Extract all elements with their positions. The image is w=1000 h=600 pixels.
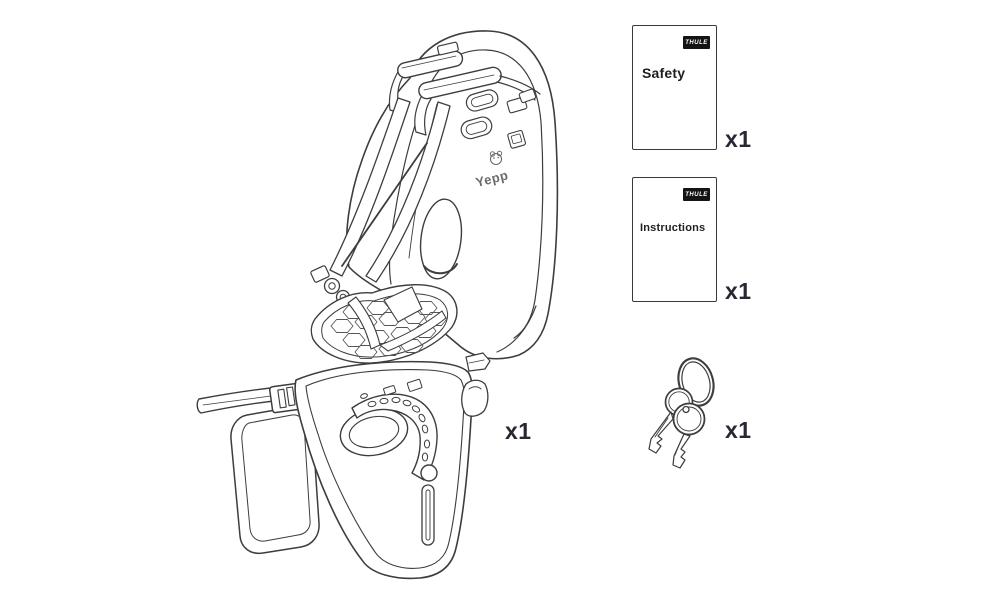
key-ring xyxy=(677,357,715,407)
harness-buckle xyxy=(310,265,330,283)
key-ring-hole xyxy=(682,405,690,414)
yepp-panda-icon xyxy=(489,152,503,166)
instructions-booklet-title: Instructions xyxy=(640,222,706,234)
seat-back-hole xyxy=(419,198,463,280)
mounting-hook xyxy=(461,379,489,417)
shoulder-pad-right xyxy=(418,66,502,100)
key-blade-front xyxy=(672,433,691,469)
adjustment-channel xyxy=(421,484,435,546)
thule-logo-badge: THULE xyxy=(683,36,710,49)
seat-base-fender xyxy=(294,360,474,580)
harness-strap-left xyxy=(329,97,411,277)
safety-booklet-title: Safety xyxy=(642,65,686,81)
ladder-strap-end-hole xyxy=(420,464,438,482)
keys-quantity-label: x1 xyxy=(725,417,752,443)
thule-logo-text: THULE xyxy=(685,191,708,198)
thule-logo-badge: THULE xyxy=(683,188,710,201)
keys-illustration xyxy=(648,357,715,469)
safety-booklet: THULE Safety xyxy=(632,25,717,150)
seat-quantity-label: x1 xyxy=(505,418,532,444)
safety-quantity-label: x1 xyxy=(725,126,752,152)
thule-logo-text: THULE xyxy=(685,39,708,46)
harness-slot-upper xyxy=(465,89,499,112)
instructions-booklet: THULE Instructions xyxy=(632,177,717,302)
key-head-front xyxy=(672,402,706,436)
key-blade-back xyxy=(648,411,674,454)
mounting-bracket xyxy=(465,352,491,372)
harness-strap-right xyxy=(365,101,451,283)
bike-seat-illustration: Yepp xyxy=(196,30,559,580)
shoulder-pad-tail-right xyxy=(414,94,432,136)
harness-clip-lower-right xyxy=(507,129,526,149)
footrest-ladder-strap xyxy=(351,393,438,481)
headrest-clip xyxy=(436,41,459,56)
harness-slot-lower xyxy=(460,116,493,140)
instructions-quantity-label: x1 xyxy=(725,278,752,304)
